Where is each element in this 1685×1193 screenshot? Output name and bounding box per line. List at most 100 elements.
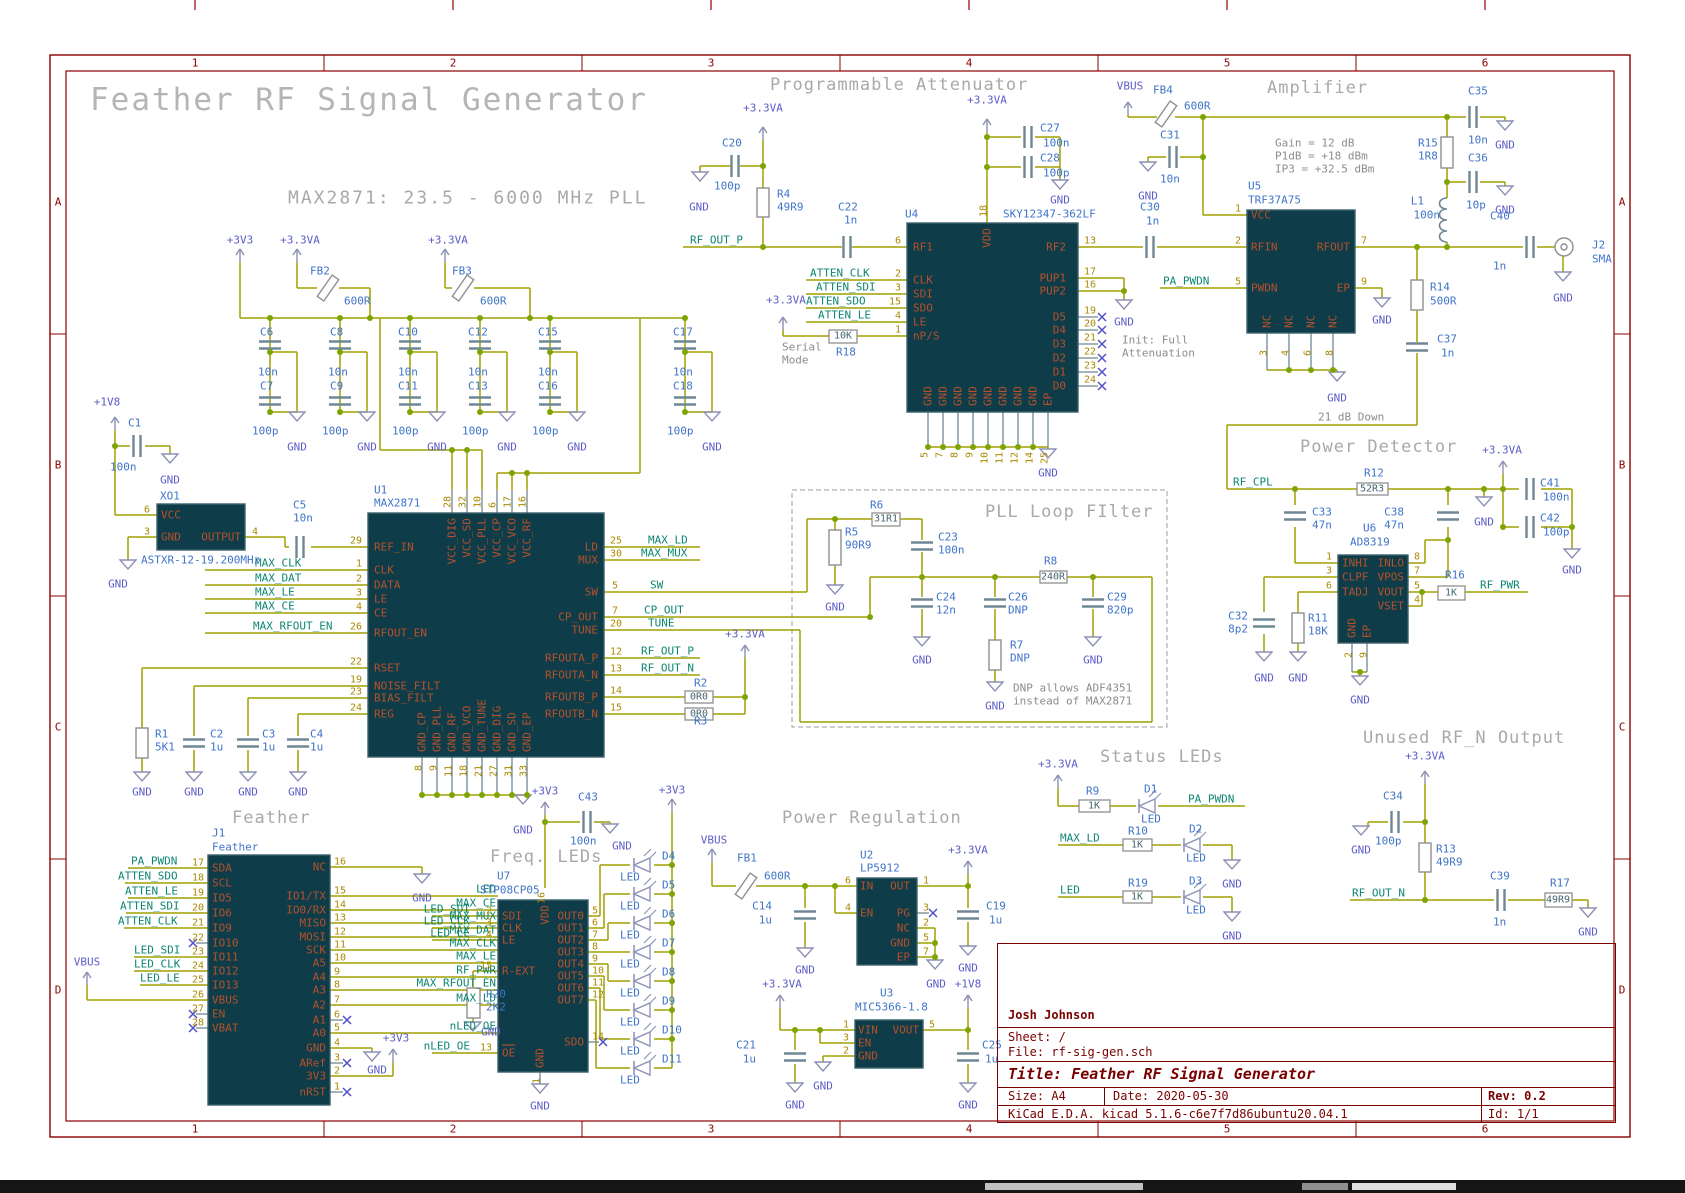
junction-dot [965,1027,971,1033]
pin-number: 5 [920,452,931,458]
pin-name: GND [937,386,950,406]
pin-number: 7 [592,930,598,941]
gnd-symbol [513,794,533,806]
pin-number: 5 [1414,581,1420,592]
pin-number: 19 [350,675,362,686]
led-emission-arrow [648,996,657,1005]
pin-name: D4 [1053,324,1067,337]
pin-name: PWDN [1251,282,1278,295]
section-title: Amplifier [1267,78,1368,98]
pin-number: 15 [889,297,901,308]
pin-number: 24 [350,703,362,714]
gnd-symbol [1495,185,1515,197]
net-label: MAX_DAT [450,924,497,937]
frame-column-label: 4 [966,1123,973,1136]
power-label: +3.3VA [725,628,765,641]
pin-name: VBUS [212,994,239,1007]
pin-name: REG [374,708,394,721]
gnd-symbol [1083,636,1103,648]
reference-label: C20 [722,137,742,150]
frame-row-label: D [55,984,62,997]
led-emission-arrow [643,906,652,915]
reference-label: 600R [344,295,371,308]
junction-dot [1444,179,1450,185]
pin-number: 7 [923,947,929,958]
resistor-box-value: 0R0 [690,692,708,703]
pin-number: 9 [334,967,340,978]
frame-row-label: A [55,196,62,209]
junction-dot [407,315,413,321]
pin-number: 9 [1359,652,1370,658]
led-emission-arrow [648,851,657,860]
power-label: GND [1038,467,1058,480]
pin-name: GND [534,1048,547,1068]
pin-name: SDO [913,302,933,315]
pin-number: 8 [592,942,598,953]
reference-label: D9 [662,995,675,1008]
led-emission-arrow [643,848,652,857]
section-title: Power Detector [1300,437,1457,457]
reference-label: 1n [1493,916,1506,929]
power-label: GND [1351,844,1371,857]
gnd-symbol [1578,907,1598,919]
reference-label: R12 [1364,467,1384,480]
pin-number: 23 [350,687,362,698]
pin-number: 7 [1361,236,1367,247]
led-emission-arrow [643,877,652,886]
pin-number: 9 [1361,277,1367,288]
led-emission-arrow [643,1051,652,1060]
led-symbol [632,1001,651,1019]
power-arrow [671,798,677,806]
gnd-symbol [1038,448,1058,460]
net-label: LED_SDI [424,903,470,916]
power-label: GND [497,441,517,454]
junction-dot [449,792,455,798]
power-arrow [1127,101,1133,109]
pin-name: 3V3 [306,1070,326,1083]
bottom-bar [1352,1183,1456,1190]
power-label: GND [513,824,533,837]
junction-dot [1500,524,1506,530]
reference-label: U1 [374,484,387,497]
pin-name: MUX [578,554,598,567]
junction-dot [669,1007,675,1013]
pin-number: 5 [929,1020,935,1031]
junction-dot [669,862,675,868]
pll-section-title: MAX2871: 23.5 - 6000 MHz PLL [288,188,647,209]
power-arrow [986,118,992,126]
reference-label: C2 [210,728,223,741]
pin-name: VDD [539,905,552,925]
net-label: MAX_RFOUT_EN [417,977,496,990]
junction-dot [669,1036,675,1042]
pin-number: 4 [356,602,362,613]
power-label: GND [238,786,258,799]
net-label: PA_PWDN [131,855,177,868]
power-label: GND [785,1099,805,1112]
power-arrow [235,248,241,256]
pin-name: EN [212,1008,225,1021]
no-connect-x [1097,353,1107,363]
pin-number: 25 [1040,452,1051,464]
pin-name: BIAS_FILT [374,692,434,705]
pin-name: GND [982,386,995,406]
resistor-box-symbol [1356,482,1389,496]
junction-dot [970,444,976,450]
power-label: GND [825,601,845,614]
pin-number: 3 [923,903,929,914]
net-label: RF_PWR [1480,579,1520,592]
pin-number: 11 [444,765,455,777]
gnd-symbol [1495,120,1515,132]
pin-number: 8 [334,980,340,991]
net-label: LED_LE [140,972,180,985]
gnd-symbol [813,1061,833,1073]
power-label: GND [287,441,307,454]
ic-body [207,854,331,1106]
power-arrow [114,416,120,424]
power-label: GND [1254,672,1274,685]
resistor-box-symbol [828,329,858,344]
power-arrow [1053,774,1059,782]
gnd-symbol [497,411,517,423]
power-label: GND [958,962,978,975]
frame-column-label: 1 [192,57,199,70]
gnd-symbol [1050,179,1070,191]
